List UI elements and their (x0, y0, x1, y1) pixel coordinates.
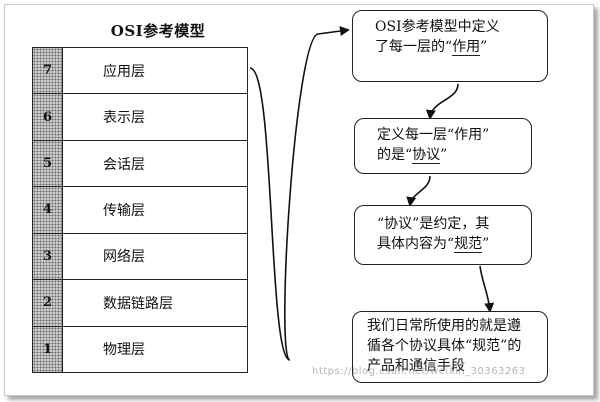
watermark-url: https://blog.csdn.net/weixin_30363263 (312, 366, 526, 377)
layer-name: 数据链路层 (103, 295, 173, 312)
box-text: 的是“ (377, 147, 413, 163)
underlined-term: 作用 (452, 39, 481, 56)
layer-number: 5 (33, 140, 63, 187)
definition-box-products: 我们日常所使用的就是遵 循各个协议具体“规范”的 产品和通信手段 (352, 311, 548, 383)
definition-box-specification: “协议”是约定，其 具体内容为“规范” (354, 205, 532, 265)
layer-name: 表示层 (103, 110, 145, 127)
box-line: 定义每一层“作用” (377, 127, 490, 143)
box-text: 具体内容为“ (377, 236, 455, 252)
box-line: 循各个协议具体“规范”的 (367, 338, 522, 354)
box-text: ” (482, 236, 490, 252)
box-text: ” (440, 147, 448, 163)
layer-name: 物理层 (103, 342, 145, 359)
layer-name: 会话层 (103, 156, 145, 173)
box-line: “协议”是约定，其 (377, 216, 490, 232)
layer-number: 4 (33, 187, 63, 233)
arrow-box1-to-box2 (425, 83, 459, 120)
layer-number: 7 (33, 48, 63, 94)
layer-row-7: 7 应用层 (33, 48, 247, 95)
underlined-term: 规范 (454, 236, 483, 253)
layer-number: 6 (33, 94, 63, 140)
layer-name: 传输层 (103, 202, 145, 219)
layer-row-2: 2 数据链路层 (33, 280, 247, 327)
layer-number: 1 (33, 326, 63, 372)
box-line: 产品和通信手段 (367, 358, 465, 374)
arrow-box3-to-box4 (479, 265, 495, 313)
layer-row-3: 3 网络层 (33, 233, 247, 281)
box-text: 了每一层的“ (375, 39, 453, 55)
arrow-box2-to-box3 (406, 175, 431, 207)
brace-arrow (249, 30, 348, 361)
box-line: 我们日常所使用的就是遵 (367, 318, 521, 334)
underlined-term: 协议 (412, 147, 441, 164)
definition-box-protocol: 定义每一层“作用” 的是“协议” (354, 118, 532, 174)
layer-row-5: 5 会话层 (33, 140, 247, 188)
box-text: ” (480, 39, 488, 55)
osi-model-title: OSI参考模型 (110, 22, 206, 40)
layer-number: 2 (33, 280, 63, 326)
definition-box-osi: OSI参考模型中定义 了每一层的“作用” (352, 10, 548, 82)
layer-name: 网络层 (103, 249, 145, 266)
layer-row-4: 4 传输层 (33, 187, 247, 234)
layer-number: 3 (33, 233, 63, 280)
osi-layer-table: 7 应用层 6 表示层 5 会话层 4 传输层 3 网络层 2 数据链路层 1 … (32, 47, 248, 373)
layer-row-6: 6 表示层 (33, 94, 247, 141)
layer-row-1: 1 物理层 (33, 326, 247, 372)
layer-name: 应用层 (103, 63, 145, 80)
box-line: OSI参考模型中定义 (375, 19, 500, 35)
